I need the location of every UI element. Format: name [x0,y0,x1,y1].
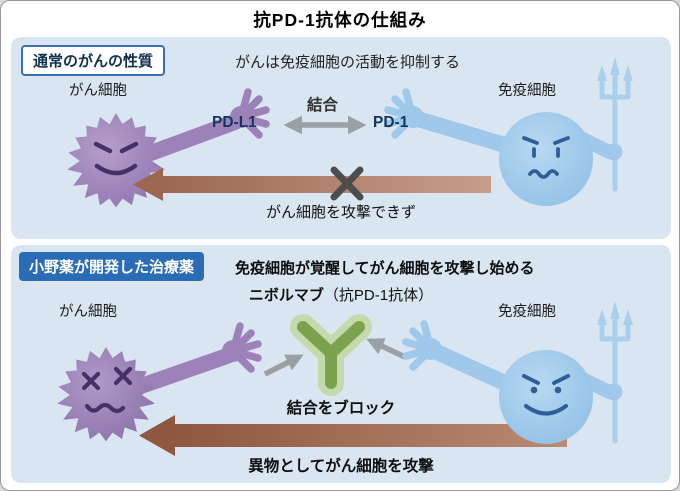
top-panel-badge: 通常のがんの性質 [21,45,166,76]
blocked-x-icon [330,166,364,201]
diagram-title: 抗PD-1抗体の仕組み [253,10,427,30]
drug-note: （抗PD-1抗体） [323,287,434,304]
panel-normal-cancer: 通常のがんの性質 がんは免疫細胞の活動を抑制する がん細胞 免疫細胞 PD-L1… [11,37,671,239]
immune-face-worried [522,136,570,179]
immune-cell-label: 免疫細胞 [498,83,556,99]
immune-cell-label: 免疫細胞 [498,304,556,320]
immune-cell-graphic [402,301,633,444]
antibody-y-icon [290,314,372,396]
bottom-panel-badge: 小野薬が開発した治療薬 [19,252,205,281]
cancer-face-evil [93,141,139,176]
cancer-cell-label: がん細胞 [59,304,117,320]
bottom-panel-graphic [57,301,633,456]
pd1-label: PD-1 [373,114,409,131]
panel-ono-drug: 小野薬が開発した治療薬 免疫細胞が覚醒してがん細胞を攻撃し始める ニボルマブ（抗… [11,245,671,483]
block-label: 結合をブロック [286,400,396,417]
drug-name: ニボルマブ [248,287,324,304]
cancer-cell-graphic [57,322,262,442]
binding-label: 結合 [307,97,339,114]
attack-blocked-arrow [133,168,491,201]
bottom-panel-heading: 免疫細胞が覚醒してがん細胞を攻撃し始める [235,260,535,277]
trident-icon [597,57,633,192]
pdl1-label: PD-L1 [212,114,257,131]
top-panel-heading: がんは免疫細胞の活動を抑制する [235,54,461,71]
cancer-face-defeated [81,366,133,414]
top-panel-caption: がん細胞を攻撃できず [265,204,416,221]
attack-arrow [139,415,567,456]
bind-attempt-arrow-left [263,354,304,377]
bottom-panel-caption: 異物としてがん細胞を攻撃 [248,458,434,475]
immune-cell-graphic [384,57,633,206]
immune-face-determined [522,374,570,416]
drug-label: ニボルマブ（抗PD-1抗体） [11,284,671,305]
cancer-cell-label: がん細胞 [69,83,127,99]
top-panel-graphic [67,57,633,208]
bind-attempt-arrow-right [366,338,407,360]
trident-icon [597,301,633,444]
